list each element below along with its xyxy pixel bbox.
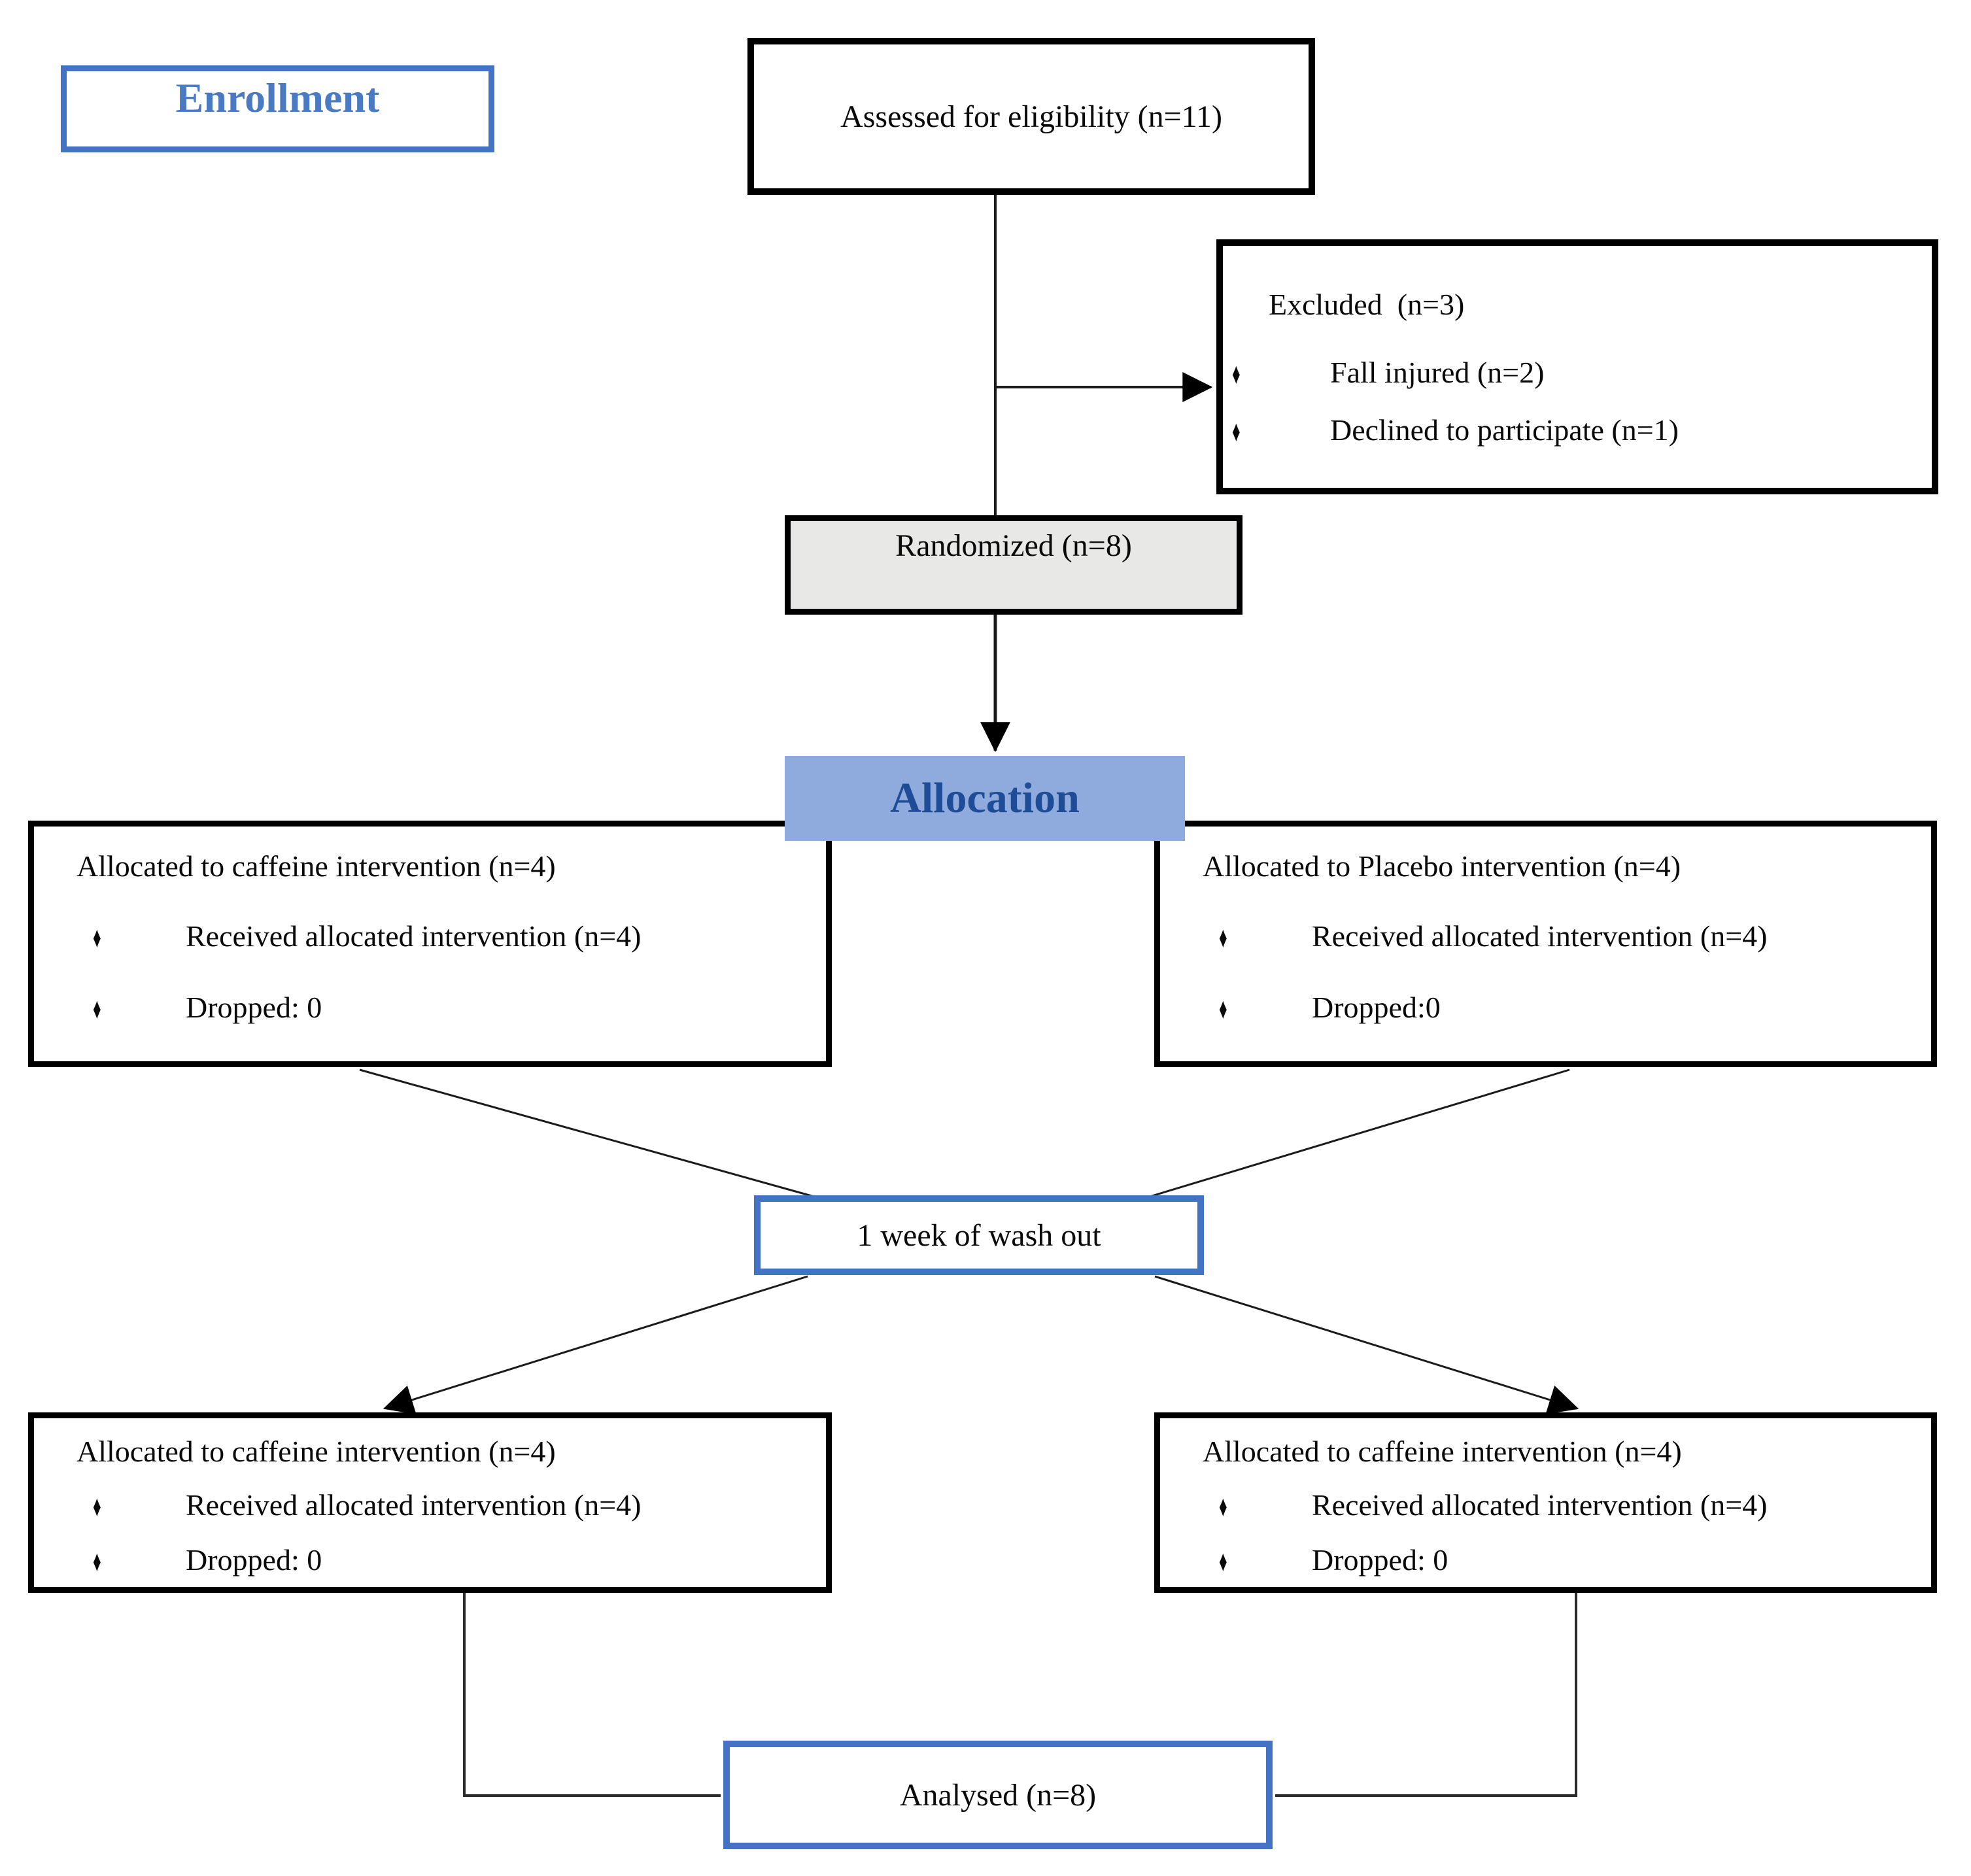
analysed-text: Analysed (n=8) xyxy=(899,1777,1097,1813)
allocation-caffeine-bullet-row: ♦ Dropped: 0 xyxy=(34,987,826,1029)
diamond-bullet-icon: ♦ xyxy=(93,992,101,1025)
allocation-placebo-bullet-row: ♦ Dropped:0 xyxy=(1160,987,1931,1029)
arrow-washout-to-followup-left xyxy=(383,1275,808,1414)
diamond-bullet-icon: ♦ xyxy=(93,1544,101,1578)
followup-right-bullet-text: Received allocated intervention (n=4) xyxy=(1312,1488,1768,1522)
followup-left-box: Allocated to caffeine intervention (n=4)… xyxy=(28,1412,832,1593)
enrollment-stage-box: Enrollment xyxy=(61,65,494,152)
analysed-box: Analysed (n=8) xyxy=(723,1741,1273,1849)
allocation-placebo-box: Allocated to Placebo intervention (n=4) … xyxy=(1154,821,1937,1067)
allocation-placebo-title: Allocated to Placebo intervention (n=4) xyxy=(1203,849,1681,883)
allocation-caffeine-bullet-text: Received allocated intervention (n=4) xyxy=(186,919,642,953)
allocation-caffeine-bullet-text: Dropped: 0 xyxy=(186,991,322,1024)
elbow-followup-right-to-analysed xyxy=(1275,1593,1577,1797)
allocation-stage-label: Allocation xyxy=(890,774,1080,822)
diamond-bullet-icon: ♦ xyxy=(1219,992,1227,1025)
washout-box: 1 week of wash out xyxy=(754,1195,1204,1275)
assessed-text: Assessed for eligibility (n=11) xyxy=(840,99,1222,134)
followup-right-bullet-row: ♦ Received allocated intervention (n=4) xyxy=(1160,1485,1931,1527)
allocation-caffeine-bullet-row: ♦ Received allocated intervention (n=4) xyxy=(34,916,826,958)
elbow-followup-left-to-analysed xyxy=(463,1593,721,1797)
allocation-caffeine-box: Allocated to caffeine intervention (n=4)… xyxy=(28,821,832,1067)
allocation-placebo-bullet-text: Dropped:0 xyxy=(1312,991,1441,1024)
followup-left-bullet-text: Dropped: 0 xyxy=(186,1543,322,1577)
allocation-placebo-bullet-text: Received allocated intervention (n=4) xyxy=(1312,919,1768,953)
allocation-stage-banner: Allocation xyxy=(785,756,1185,841)
line-caffeine-to-washout xyxy=(359,1068,815,1198)
excluded-box: Excluded (n=3) ♦ Fall injured (n=2) ♦ De… xyxy=(1216,239,1938,494)
diamond-bullet-icon: ♦ xyxy=(1219,921,1227,954)
diamond-bullet-icon: ♦ xyxy=(1219,1544,1227,1578)
assessed-box: Assessed for eligibility (n=11) xyxy=(747,38,1315,195)
diamond-bullet-icon: ♦ xyxy=(1232,415,1241,448)
excluded-title: Excluded (n=3) xyxy=(1269,288,1465,321)
followup-left-bullet-text: Received allocated intervention (n=4) xyxy=(186,1488,642,1522)
followup-left-bullet-row: ♦ Received allocated intervention (n=4) xyxy=(34,1485,826,1527)
followup-right-bullet-text: Dropped: 0 xyxy=(1312,1543,1448,1577)
diamond-bullet-icon: ♦ xyxy=(1232,357,1241,390)
excluded-bullet-row: ♦ Declined to participate (n=1) xyxy=(1223,409,1919,452)
randomized-box: Randomized (n=8) xyxy=(785,515,1243,615)
arrow-washout-to-followup-right xyxy=(1154,1275,1579,1414)
diamond-bullet-icon: ♦ xyxy=(93,1490,101,1523)
washout-text: 1 week of wash out xyxy=(857,1218,1101,1253)
followup-right-bullet-row: ♦ Dropped: 0 xyxy=(1160,1540,1931,1582)
diamond-bullet-icon: ♦ xyxy=(1219,1490,1227,1523)
diamond-bullet-icon: ♦ xyxy=(93,921,101,954)
allocation-caffeine-title: Allocated to caffeine intervention (n=4) xyxy=(77,849,556,883)
followup-right-box: Allocated to caffeine intervention (n=4)… xyxy=(1154,1412,1937,1593)
allocation-placebo-bullet-row: ♦ Received allocated intervention (n=4) xyxy=(1160,916,1931,958)
excluded-bullet-text: Declined to participate (n=1) xyxy=(1330,413,1679,447)
line-placebo-to-washout xyxy=(1149,1068,1570,1198)
enrollment-stage-label: Enrollment xyxy=(175,75,380,121)
excluded-bullet-text: Fall injured (n=2) xyxy=(1330,356,1545,389)
randomized-text: Randomized (n=8) xyxy=(895,528,1132,563)
followup-left-bullet-row: ♦ Dropped: 0 xyxy=(34,1540,826,1582)
followup-right-title: Allocated to caffeine intervention (n=4) xyxy=(1203,1435,1682,1468)
followup-left-title: Allocated to caffeine intervention (n=4) xyxy=(77,1435,556,1468)
excluded-bullet-row: ♦ Fall injured (n=2) xyxy=(1223,352,1919,395)
